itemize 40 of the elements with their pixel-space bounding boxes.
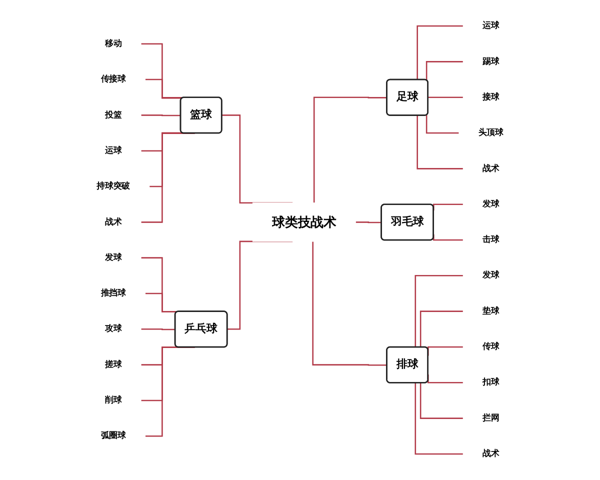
node-text: 踢球 — [482, 56, 500, 66]
node-text: 传球 — [482, 342, 500, 352]
node-text: 搓球 — [104, 360, 122, 370]
connector — [414, 275, 464, 348]
node-text: 垫球 — [482, 306, 500, 316]
connector — [426, 61, 464, 80]
node-text: 攻球 — [104, 324, 122, 334]
node-text: 持球突破 — [96, 182, 130, 192]
node-text: 扣球 — [482, 378, 500, 388]
node-text: 拦网 — [482, 413, 500, 423]
node-text: 运球 — [104, 146, 122, 156]
node-text: 战术 — [104, 217, 122, 227]
connector — [420, 382, 464, 419]
node-text: 推挡球 — [100, 288, 126, 298]
connector — [312, 241, 388, 366]
node-text: 头顶球 — [478, 128, 504, 138]
connector — [426, 115, 460, 134]
node-text: 削球 — [104, 395, 122, 406]
connector — [144, 78, 182, 99]
node-text: 击球 — [482, 235, 500, 245]
node-text: 战术 — [482, 164, 500, 174]
node-text: 移动 — [104, 38, 122, 49]
connector — [354, 222, 382, 224]
node-text: 发球 — [104, 252, 122, 262]
connector — [428, 96, 464, 98]
node-text: 传接球 — [100, 74, 126, 84]
connector — [414, 382, 464, 455]
node-text: 发球 — [482, 270, 500, 280]
connector — [416, 116, 464, 170]
connector — [420, 310, 464, 348]
connector — [140, 328, 176, 330]
connector — [313, 96, 388, 203]
connector — [140, 114, 181, 116]
connector — [416, 25, 464, 80]
node-text: 战术 — [482, 448, 500, 459]
node-text: 接球 — [482, 92, 500, 102]
node-text: 发球 — [482, 199, 500, 209]
node-text: 投篮 — [104, 110, 122, 120]
node-text: 弧圈球 — [100, 431, 126, 441]
node-text: 运球 — [482, 21, 500, 31]
